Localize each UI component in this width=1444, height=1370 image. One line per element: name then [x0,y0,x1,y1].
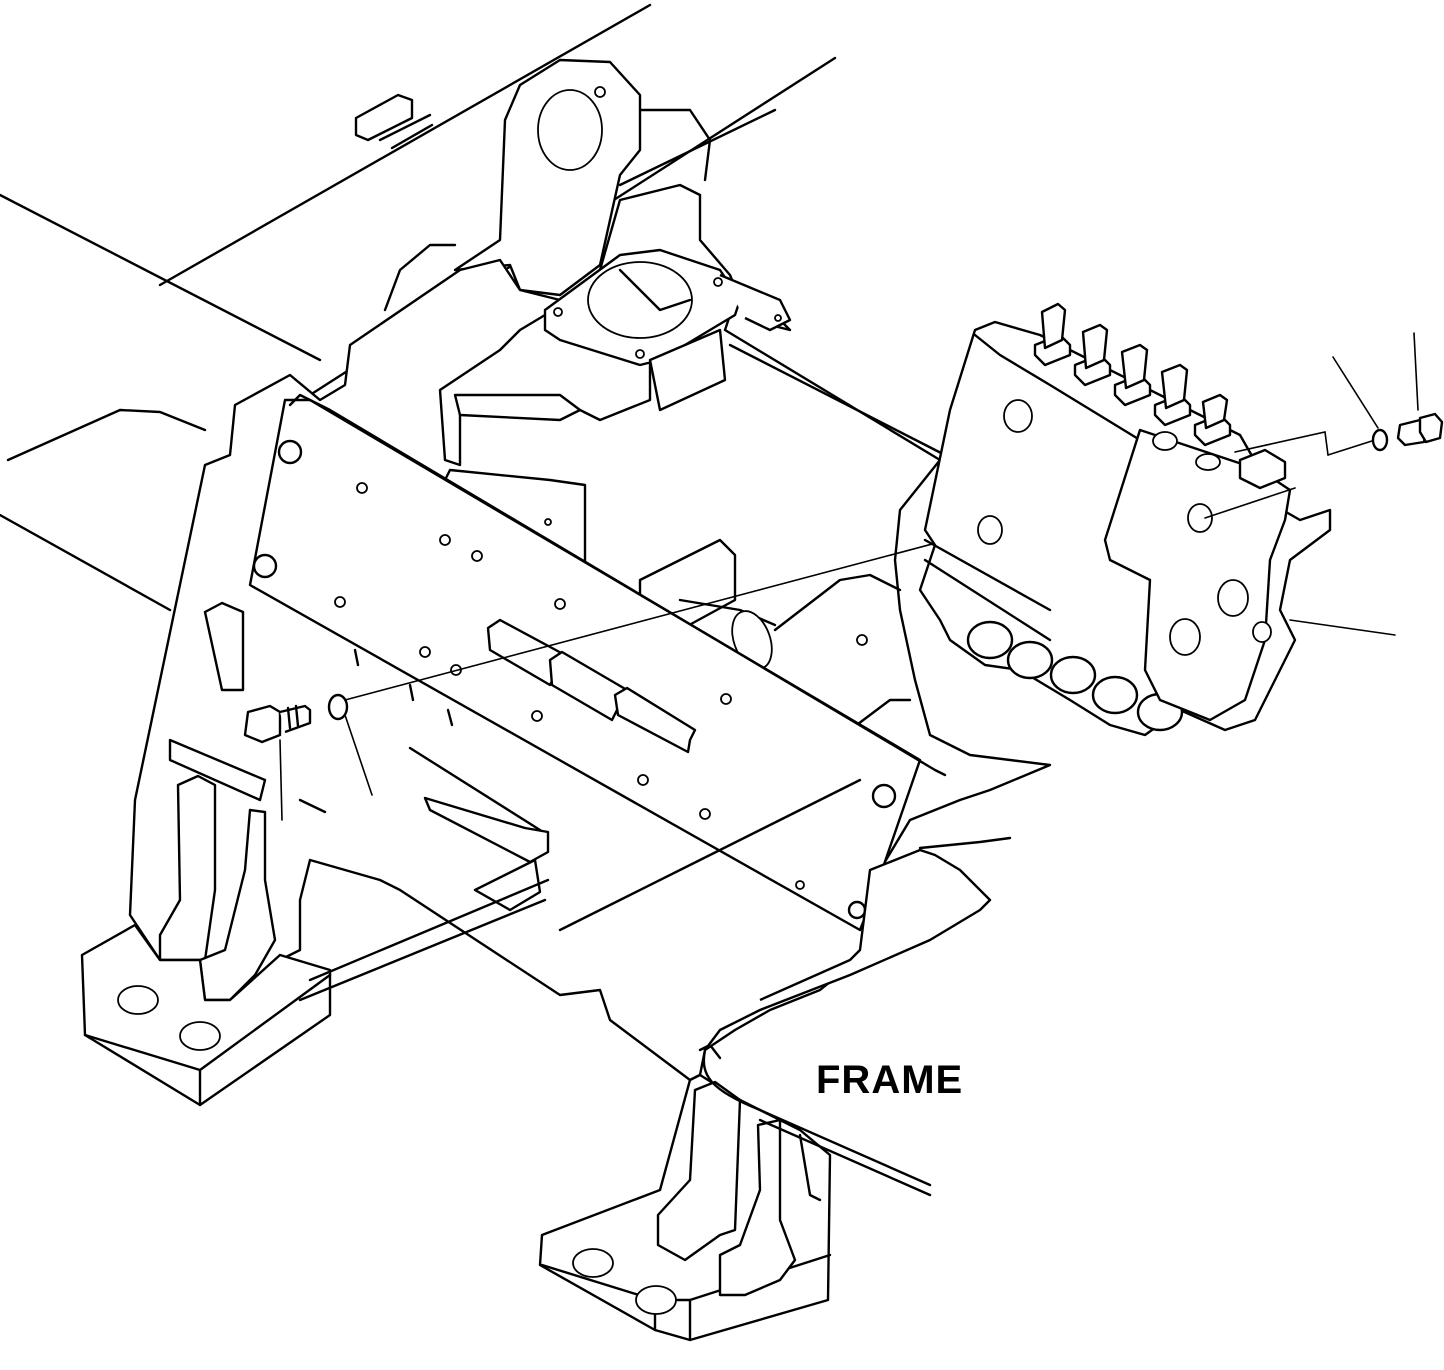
top-mount-flange [543,248,792,412]
washer [327,693,373,796]
right-foot [538,1073,832,1342]
bolt-leader-line [344,529,986,701]
left-bracket [158,601,277,1002]
frame-label: FRAME [816,1058,964,1102]
control-valve [918,302,1444,737]
valve-leader-line [1289,619,1396,636]
wear-blocks [486,618,697,754]
upper-lug [383,58,712,312]
bolt [243,704,312,821]
mounting-hardware [243,529,986,821]
top-pin [354,93,434,150]
frame-callout-plate [702,836,1012,1197]
lower-ledge [298,746,862,1060]
valve-bolt [1396,412,1444,447]
left-foot [80,878,550,1107]
plate-holes [334,482,805,890]
valve-terminals [1033,302,1232,447]
valve-washer [1371,428,1389,452]
